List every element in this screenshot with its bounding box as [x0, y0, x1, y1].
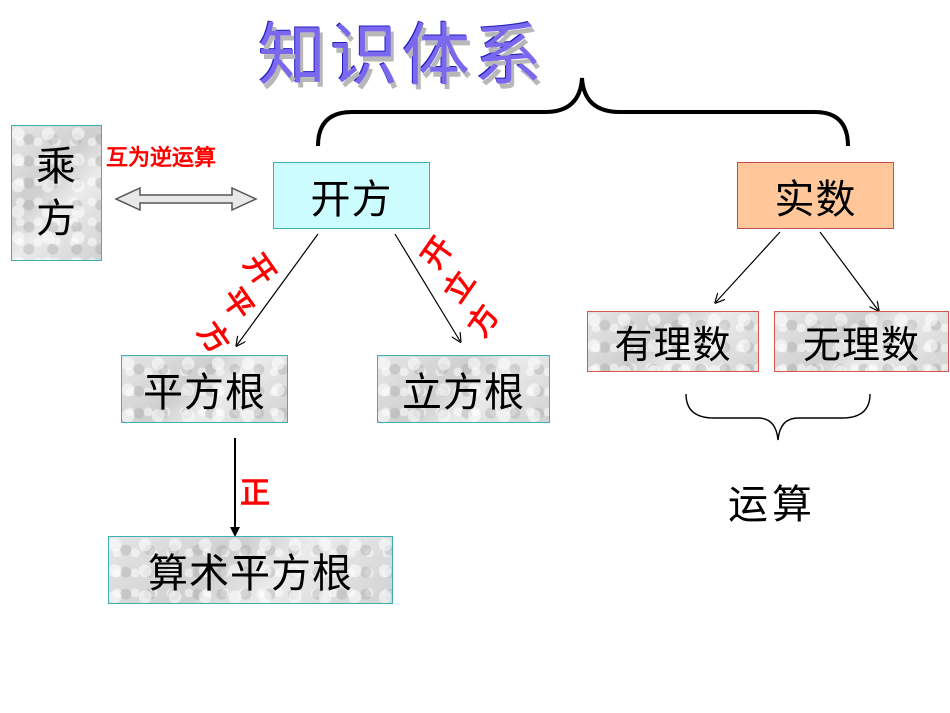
chengfang-char-2: 方	[36, 196, 77, 242]
pingfanggen-box: 平方根	[121, 355, 288, 423]
bottom-brace	[685, 393, 871, 441]
inverse-operation-label: 互为逆运算	[106, 145, 217, 171]
zheng-label: 正	[240, 476, 270, 511]
arrow-to-lifanggen	[394, 233, 460, 341]
page-title: 知识体系	[258, 17, 547, 96]
chengfang-char-1: 乘	[36, 144, 77, 190]
arrow-to-pingfanggen	[237, 233, 319, 345]
chengfang-box: 乘 方	[11, 125, 102, 261]
lifanggen-box: 立方根	[377, 355, 550, 423]
inverse-double-arrow	[114, 186, 258, 212]
kai-ping-fang-label: 开 平 方	[185, 240, 285, 361]
shishu-box: 实数	[737, 162, 894, 229]
top-brace	[316, 77, 850, 147]
kai-li-fang-label: 开 立 方	[410, 225, 520, 345]
youlishu-box: 有理数	[587, 311, 759, 372]
arrow-to-wulishu	[819, 231, 878, 310]
suanshu-pingfanggen-box: 算术平方根	[108, 536, 393, 604]
yunsuan-label: 运算	[728, 482, 816, 528]
kaifang-box: 开方	[273, 162, 430, 229]
arrow-to-youlishu	[716, 231, 781, 302]
wulishu-box: 无理数	[774, 311, 949, 372]
